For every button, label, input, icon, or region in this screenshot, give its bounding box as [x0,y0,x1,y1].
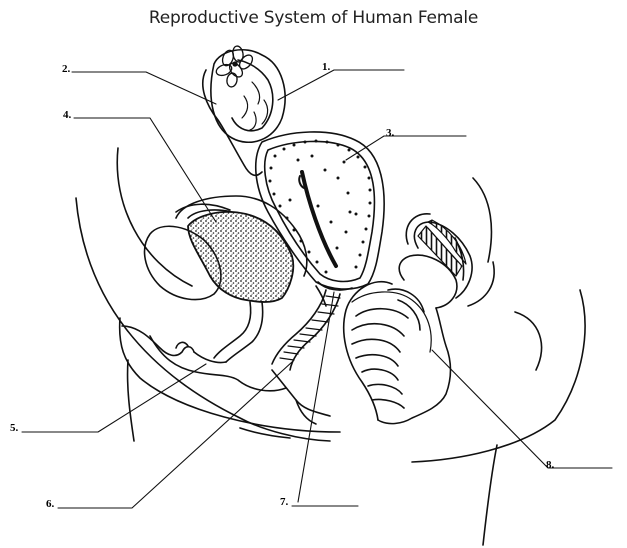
label-7: 7. [280,496,288,508]
ovary-follicles [215,45,255,88]
label-3: 3. [386,127,394,139]
ovary-texture [242,82,268,130]
leader-line-3 [346,136,466,160]
label-8: 8. [546,459,554,471]
leader-line-2 [72,72,216,104]
rectum-stripes [418,220,466,276]
label-2: 2. [62,63,70,75]
leader-line-1 [278,70,404,100]
leader-line-4 [74,118,216,222]
leader-line-5 [22,364,206,432]
leader-line-8 [432,350,612,468]
label-5: 5. [10,422,18,434]
bladder [176,196,307,362]
label-4: 4. [63,109,71,121]
rectum [344,214,472,424]
label-1: 1. [322,61,330,73]
ovary [203,45,285,175]
body-outline-curves [76,148,585,545]
label-6: 6. [46,498,54,510]
